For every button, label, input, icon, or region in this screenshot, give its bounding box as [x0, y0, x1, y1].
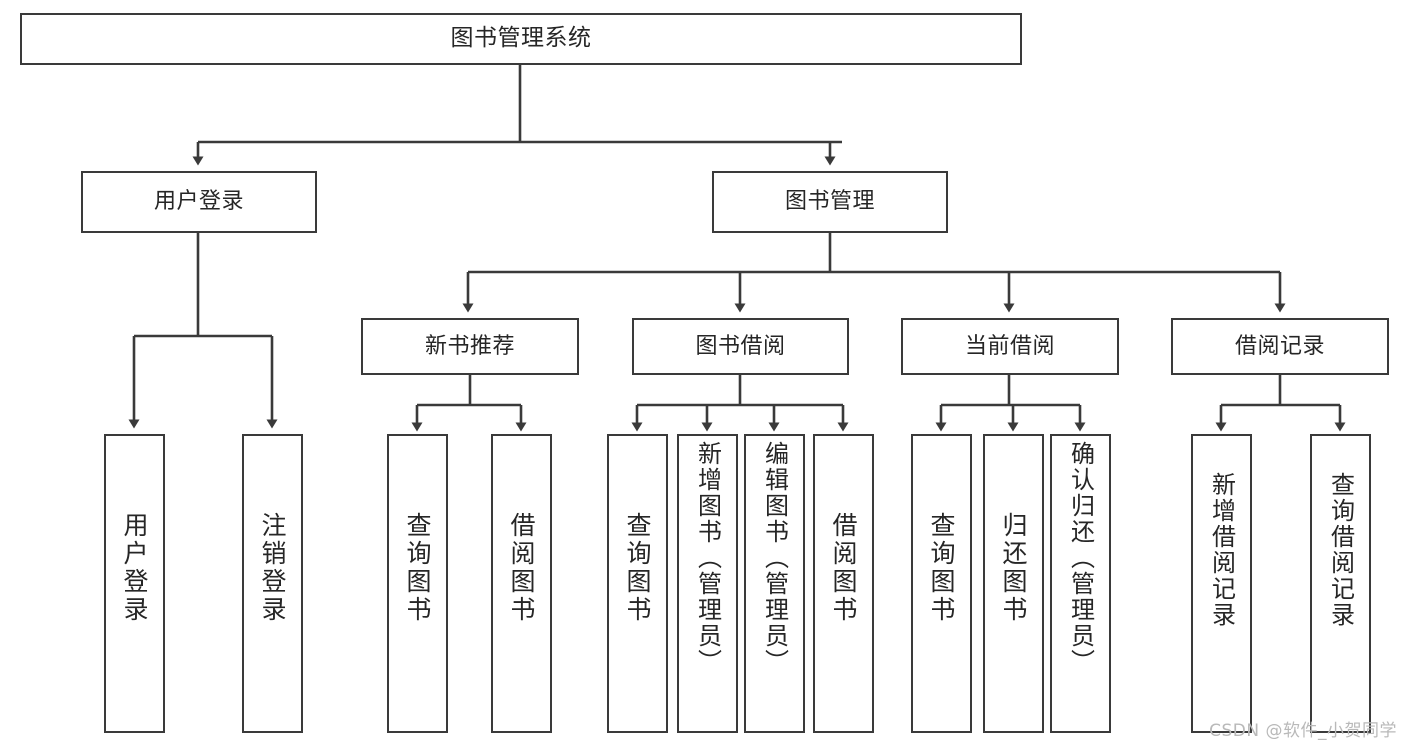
- node-label: 新增借阅记录: [1207, 472, 1236, 628]
- leaf-edit-book-admin[interactable]: 编辑图书（管理员）: [744, 434, 805, 733]
- node-label: 借阅记录: [1234, 333, 1325, 359]
- leaf-confirm-return-admin[interactable]: 确认归还（管理员）: [1050, 434, 1111, 733]
- leaf-borrow-book-2[interactable]: 借阅图书: [813, 434, 874, 733]
- node-label: 图书管理: [784, 189, 875, 215]
- node-borrow-record[interactable]: 借阅记录: [1171, 318, 1389, 375]
- leaf-query-book-2[interactable]: 查询图书: [607, 434, 668, 733]
- leaf-add-borrow-record[interactable]: 新增借阅记录: [1191, 434, 1252, 733]
- node-label: 注销登录: [258, 512, 287, 624]
- leaf-return-book[interactable]: 归还图书: [983, 434, 1044, 733]
- leaf-query-book-1[interactable]: 查询图书: [387, 434, 448, 733]
- node-label: 图书借阅: [695, 333, 786, 359]
- node-new-book-recommend[interactable]: 新书推荐: [361, 318, 579, 375]
- node-book-management[interactable]: 图书管理: [712, 171, 948, 233]
- node-label: 查询图书: [623, 512, 652, 624]
- leaf-logout[interactable]: 注销登录: [242, 434, 303, 733]
- node-label: 查询图书: [927, 512, 956, 624]
- node-label: 新书推荐: [424, 333, 515, 359]
- node-label: 确认归还（管理员）: [1066, 441, 1095, 675]
- node-label: 查询图书: [403, 512, 432, 624]
- node-label: 用户登录: [120, 512, 149, 624]
- node-label: 借阅图书: [829, 512, 858, 624]
- node-label: 归还图书: [999, 512, 1028, 624]
- leaf-add-book-admin[interactable]: 新增图书（管理员）: [677, 434, 738, 733]
- leaf-query-book-3[interactable]: 查询图书: [911, 434, 972, 733]
- leaf-borrow-book-1[interactable]: 借阅图书: [491, 434, 552, 733]
- leaf-query-borrow-record[interactable]: 查询借阅记录: [1310, 434, 1371, 733]
- node-label: 图书管理系统: [450, 25, 592, 52]
- node-book-borrow[interactable]: 图书借阅: [632, 318, 849, 375]
- node-root-system[interactable]: 图书管理系统: [20, 13, 1022, 65]
- node-label: 新增图书（管理员）: [693, 441, 722, 675]
- node-label: 当前借阅: [964, 333, 1055, 359]
- node-label: 编辑图书（管理员）: [760, 441, 789, 675]
- node-label: 借阅图书: [507, 512, 536, 624]
- leaf-user-login[interactable]: 用户登录: [104, 434, 165, 733]
- node-current-borrow[interactable]: 当前借阅: [901, 318, 1119, 375]
- node-label: 用户登录: [153, 189, 244, 215]
- node-label: 查询借阅记录: [1326, 472, 1355, 628]
- node-user-login[interactable]: 用户登录: [81, 171, 317, 233]
